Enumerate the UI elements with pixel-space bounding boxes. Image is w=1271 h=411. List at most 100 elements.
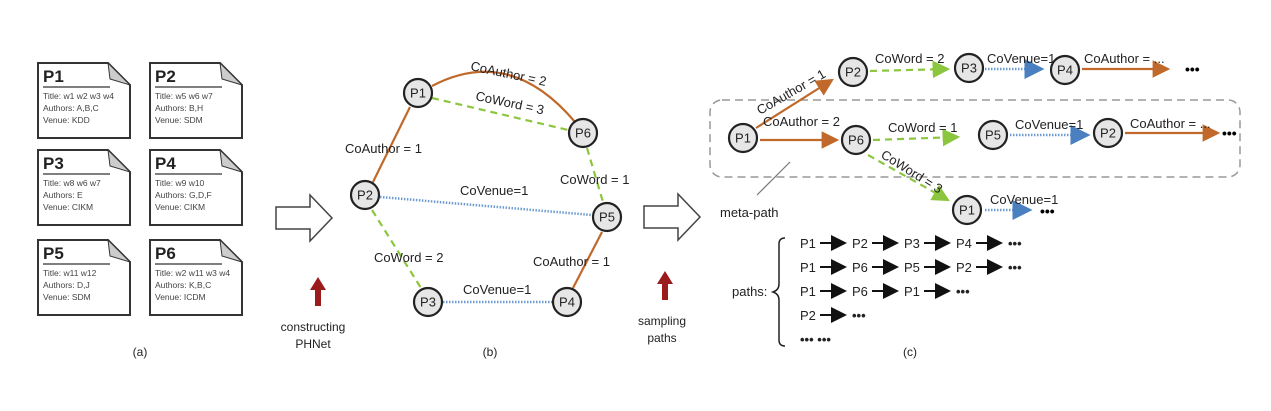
label-p2-p3: CoWord = 2 — [374, 250, 444, 265]
path-row: ••• ••• — [800, 332, 831, 347]
label-p5-p4: CoAuthor = 1 — [533, 254, 610, 269]
card-title: Title: w8 w6 w7 — [43, 178, 101, 188]
red-up-arrow-icon — [310, 277, 326, 306]
folded-corner-icon — [219, 148, 243, 173]
node-label: P2 — [845, 65, 861, 80]
edge-p6-p5-coword — [585, 147, 605, 203]
card-id: P1 — [43, 67, 64, 86]
card-authors: Authors: B,H — [155, 103, 203, 113]
hollow-arrow-icon — [275, 193, 334, 243]
node-label: P4 — [1057, 63, 1073, 78]
caption-a: (a) — [133, 345, 148, 359]
node-label: P5 — [599, 210, 615, 225]
folded-corner-icon — [219, 238, 243, 263]
card-authors: Authors: A,B,C — [43, 103, 99, 113]
caption-b: (b) — [483, 345, 498, 359]
label-p6-p5: CoWord = 1 — [560, 172, 630, 187]
graph-node: P1 — [402, 77, 434, 109]
edge-walk-e-f — [872, 128, 961, 147]
node-label: P4 — [559, 295, 575, 310]
edge-p1-p2-coauthor — [372, 106, 411, 183]
folded-corner-icon — [107, 61, 131, 86]
sampled-walks: meta-path CoAuthor = 1 CoWord = 2 CoVenu… — [709, 51, 1241, 226]
node-label: P1 — [410, 86, 426, 101]
label-walk-g-out: CoAuthor = ... — [1130, 116, 1211, 131]
path-token: P2 — [800, 308, 816, 323]
folded-corner-icon — [107, 238, 131, 263]
hollow-arrow-icon — [643, 192, 702, 242]
walk-node: P1 — [727, 122, 759, 154]
graph-node: P2 — [349, 179, 381, 211]
card-authors: Authors: E — [43, 190, 83, 200]
path-row: P2 ••• — [800, 307, 866, 323]
ellipsis: ••• — [1040, 203, 1055, 219]
card-authors: Authors: D,J — [43, 280, 90, 290]
walk-node: P1 — [951, 194, 983, 226]
node-label: P3 — [961, 61, 977, 76]
card-venue: Venue: CIKM — [155, 202, 205, 212]
path-token: P4 — [956, 236, 972, 251]
card-venue: Venue: CIKM — [43, 202, 93, 212]
card-id: P6 — [155, 244, 176, 263]
path-token: P6 — [852, 284, 868, 299]
step2-line1: sampling — [638, 314, 686, 328]
step2-line2: paths — [647, 331, 676, 345]
meta-path-label: meta-path — [720, 205, 779, 220]
edge-p5-p4-coauthor — [572, 231, 603, 289]
edge-p1-p6-coauthor — [431, 70, 576, 123]
walk-node: P6 — [840, 124, 872, 156]
folded-corner-icon — [107, 148, 131, 173]
path-token: P1 — [904, 284, 920, 299]
card-border — [149, 239, 243, 316]
red-up-arrow-icon — [657, 271, 673, 300]
path-token: ••• — [852, 308, 866, 323]
label-walk-f-g: CoVenue=1 — [1015, 117, 1083, 132]
step1-line2: PHNet — [295, 337, 331, 351]
label-p1-p6-coauthor: CoAuthor = 2 — [469, 58, 547, 89]
label-walk-e-f: CoWord = 1 — [888, 120, 958, 135]
node-label: P5 — [985, 128, 1001, 143]
walk-node: P3 — [953, 52, 985, 84]
node-label: P2 — [357, 188, 373, 203]
node-label: P1 — [959, 203, 975, 218]
card-venue: Venue: KDD — [43, 115, 90, 125]
card-title: Title: w5 w6 w7 — [155, 91, 213, 101]
walk-node: P2 — [1092, 117, 1124, 149]
brace — [770, 237, 786, 347]
label-walk-e-h: CoWord = 3 — [878, 147, 945, 197]
card-authors: Authors: K,B,C — [155, 280, 211, 290]
label-walk-b-c: CoWord = 2 — [875, 51, 945, 66]
card-border — [37, 239, 131, 316]
card-id: P3 — [43, 154, 64, 173]
card-venue: Venue: SDM — [43, 292, 91, 302]
card-border — [37, 62, 131, 139]
card-border — [149, 149, 243, 226]
node-label: P6 — [575, 126, 591, 141]
path-token: ••• ••• — [800, 332, 831, 347]
card-title: Title: w9 w10 — [155, 178, 205, 188]
walk-node: P4 — [1049, 54, 1081, 86]
folded-corner-icon — [219, 61, 243, 86]
path-token: P6 — [852, 260, 868, 275]
path-token: ••• — [956, 284, 970, 299]
graph-node: P4 — [551, 286, 583, 318]
edge-walk-e-h — [867, 154, 950, 202]
label-p1-p6-coword: CoWord = 3 — [474, 88, 545, 117]
edge-walk-a-b — [755, 78, 834, 129]
graph-node: P6 — [567, 117, 599, 149]
edge-p2-p5-covenue — [379, 195, 593, 217]
label-walk-a-b: CoAuthor = 1 — [754, 66, 828, 117]
card-id: P2 — [155, 67, 176, 86]
label-walk-h-out: CoVenue=1 — [990, 192, 1058, 207]
card-title: Title: w2 w11 w3 w4 — [155, 268, 230, 278]
label-walk-c-d: CoVenue=1 — [987, 51, 1055, 66]
label-walk-d-out: CoAuthor = ... — [1084, 51, 1165, 66]
path-token: P1 — [800, 236, 816, 251]
caption-c: (c) — [903, 345, 917, 359]
